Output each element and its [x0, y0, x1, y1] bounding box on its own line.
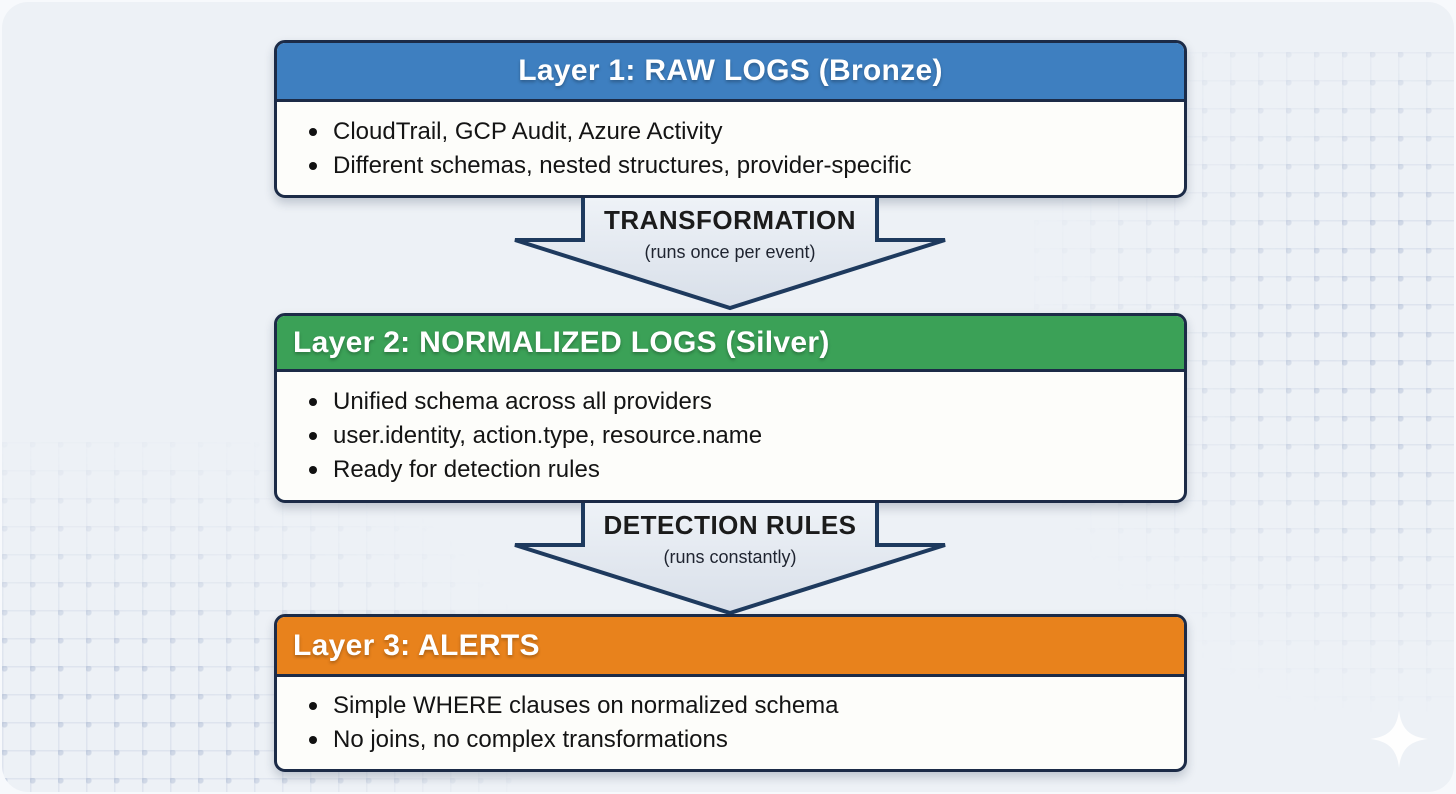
layer-2-normalized-logs-box: Layer 2: NORMALIZED LOGS (Silver) Unifie… — [274, 313, 1187, 503]
layer-1-header: Layer 1: RAW LOGS (Bronze) — [277, 43, 1184, 102]
transformation-arrow: TRANSFORMATION (runs once per event) — [512, 198, 948, 311]
layer-3-bullet: Simple WHERE clauses on normalized schem… — [277, 689, 1184, 723]
down-arrow-icon — [514, 503, 946, 616]
transformation-label: TRANSFORMATION — [603, 205, 857, 235]
layer-1-body: CloudTrail, GCP Audit, Azure Activity Di… — [277, 102, 1184, 195]
detection-rules-arrow: DETECTION RULES (runs constantly) — [512, 503, 948, 616]
down-arrow-icon — [514, 198, 946, 311]
layer-1-bullet: CloudTrail, GCP Audit, Azure Activity — [277, 115, 1184, 149]
sparkle-icon — [1370, 710, 1428, 768]
layer-2-header: Layer 2: NORMALIZED LOGS (Silver) — [277, 316, 1184, 372]
layer-2-body: Unified schema across all providers user… — [277, 372, 1184, 500]
layer-3-body: Simple WHERE clauses on normalized schem… — [277, 677, 1184, 769]
detection-rules-label: DETECTION RULES — [603, 510, 857, 540]
layer-3-header: Layer 3: ALERTS — [277, 617, 1184, 677]
transformation-sublabel: (runs once per event) — [644, 242, 816, 262]
layer-2-bullet: user.identity, action.type, resource.nam… — [277, 419, 1184, 453]
layer-2-bullet: Unified schema across all providers — [277, 385, 1184, 419]
layer-1-title: Layer 1: RAW LOGS (Bronze) — [518, 54, 943, 87]
detection-rules-sublabel: (runs constantly) — [663, 547, 797, 567]
layer-2-bullet: Ready for detection rules — [277, 453, 1184, 487]
layer-1-raw-logs-box: Layer 1: RAW LOGS (Bronze) CloudTrail, G… — [274, 40, 1187, 198]
layer-3-title: Layer 3: ALERTS — [293, 628, 540, 662]
layer-2-title: Layer 2: NORMALIZED LOGS (Silver) — [293, 325, 830, 359]
layer-1-bullet: Different schemas, nested structures, pr… — [277, 149, 1184, 183]
layer-3-alerts-box: Layer 3: ALERTS Simple WHERE clauses on … — [274, 614, 1187, 772]
layer-3-bullet: No joins, no complex transformations — [277, 723, 1184, 757]
